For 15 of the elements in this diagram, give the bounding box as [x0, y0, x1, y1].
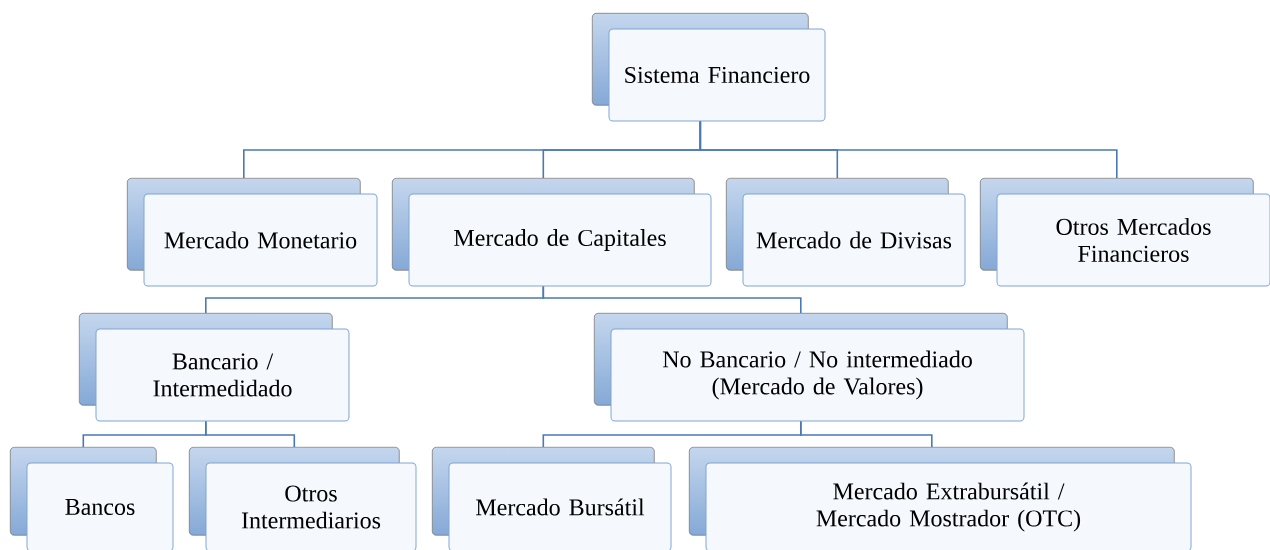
process-box: Mercado de Divisas — [726, 178, 966, 287]
process-box: Sistema Financiero — [592, 13, 826, 122]
connector-line — [800, 420, 933, 448]
process-box: Bancario / Intermedidado — [79, 313, 350, 422]
process-box: Otros Mercados Financieros — [980, 178, 1270, 287]
process-box: No Bancario / No intermediado (Mercado de Valores) — [594, 313, 1025, 422]
connector-line — [699, 120, 1118, 179]
process-box: Mercado Monetario — [127, 178, 378, 287]
process-box: Mercado Extrabursátil / Mercado Mostrador (OTC) — [689, 447, 1192, 550]
process-box: Mercado de Capitales — [392, 178, 712, 287]
process-box: Bancos — [10, 447, 174, 550]
connector-line — [542, 285, 802, 314]
connector-line — [205, 420, 296, 448]
process-box: Mercado Bursátil — [432, 447, 672, 550]
process-box: Otros Intermediarios — [189, 447, 417, 550]
